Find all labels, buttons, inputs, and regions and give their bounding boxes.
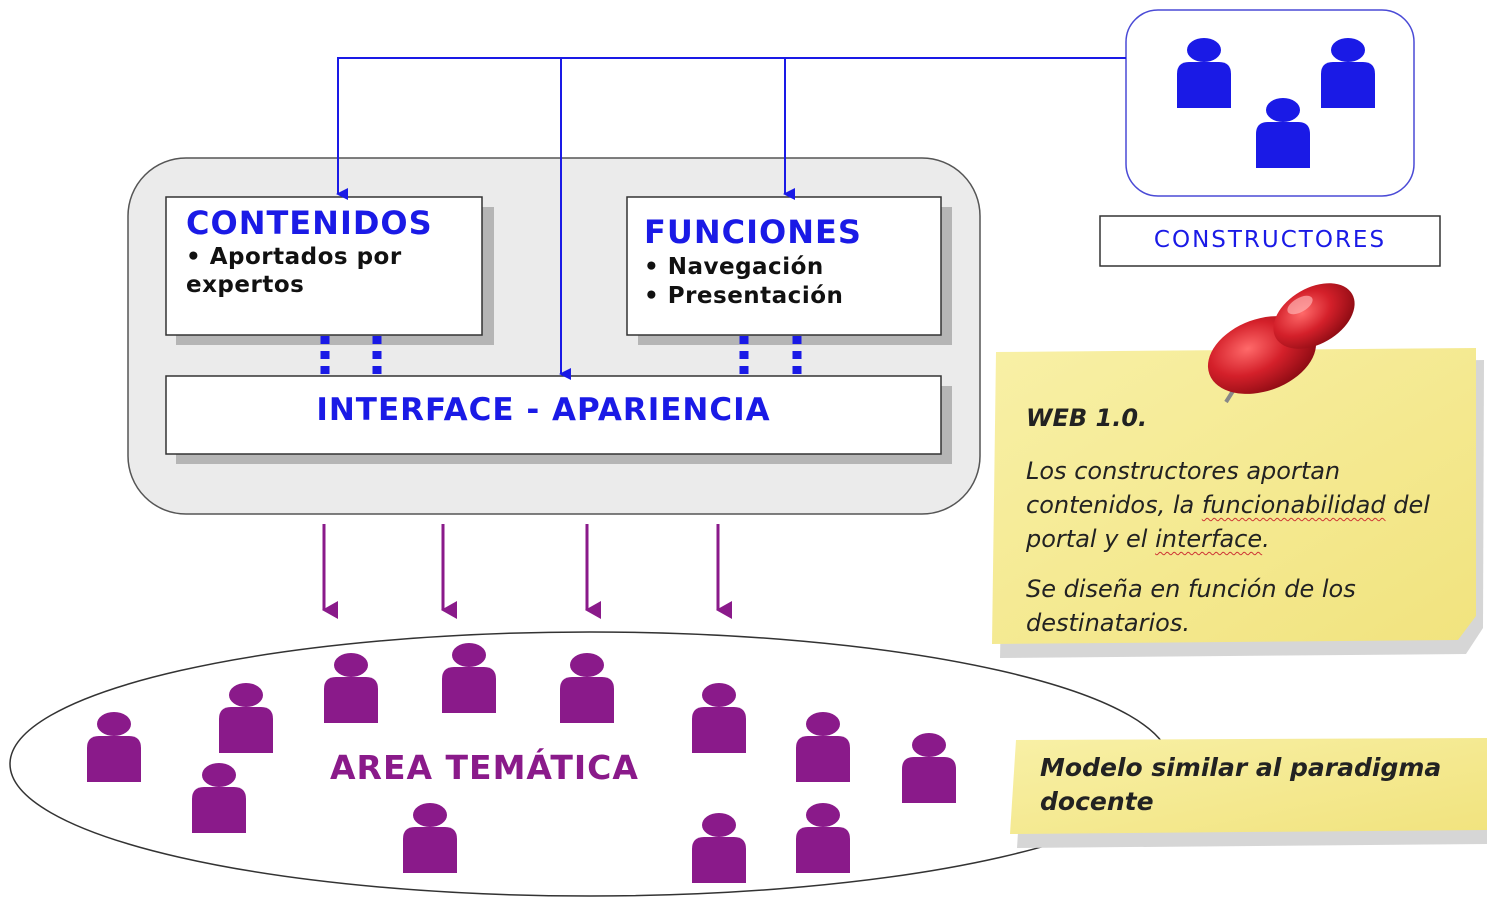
- area-person-icon: [692, 683, 746, 753]
- contenidos-bullet: • Aportados por: [186, 244, 402, 270]
- area-person-icon: [796, 712, 850, 782]
- constructor-person-icon: [1321, 38, 1375, 108]
- area-person-icon: [692, 813, 746, 883]
- constructor-person-icon: [1177, 38, 1231, 108]
- contenidos-title: CONTENIDOS: [186, 204, 433, 242]
- area-person-icon: [192, 763, 246, 833]
- push-pin-icon: [1207, 283, 1355, 404]
- note-web-p1-text-middle: del portal y el: [1026, 491, 1430, 553]
- area-tematica-label: AREA TEMÁTICA: [330, 748, 639, 787]
- area-person-icon: [902, 733, 956, 803]
- note-model-text: Modelo similar al paradigma docente: [1040, 753, 1442, 816]
- contenidos-bullet-cont: expertos: [186, 272, 305, 298]
- funciones-bullet-navegacion: • Navegación: [644, 254, 824, 280]
- sticky-note-model: [1010, 738, 1487, 848]
- dashed-connectors: [320, 336, 802, 376]
- contenidos-box: [165, 196, 483, 336]
- note-web-p1-period: .: [1262, 525, 1270, 553]
- interface-box: [165, 375, 942, 455]
- note-web-p1-word-funcionabilidad: funcionabilidad: [1201, 491, 1386, 519]
- area-person-icon: [87, 712, 141, 782]
- note-web-paragraph-2: Se diseña en función de los destinatario…: [1026, 575, 1356, 637]
- delivery-arrows: [322, 524, 732, 619]
- area-person-icon: [796, 803, 850, 873]
- area-person-icon: [403, 803, 457, 873]
- note-web-p1-word-interface: interface: [1155, 525, 1263, 553]
- constructor-person-icon: [1256, 98, 1310, 168]
- area-person-icon: [560, 653, 614, 723]
- area-person-icon: [219, 683, 273, 753]
- area-person-icon: [324, 653, 378, 723]
- note-web-paragraph-1: Los constructores aportan contenidos, la…: [1026, 454, 1476, 556]
- funciones-box: [626, 196, 942, 336]
- constructores-label-box: [1099, 215, 1441, 267]
- funciones-bullet-presentacion: • Presentación: [644, 283, 844, 309]
- constructores-label: CONSTRUCTORES: [1153, 227, 1387, 253]
- constructor-flow-lines: [336, 57, 1126, 380]
- funciones-title: FUNCIONES: [644, 213, 862, 251]
- area-person-icon: [442, 643, 496, 713]
- note-web-p1-text: Los constructores aportan contenidos, la: [1026, 457, 1341, 519]
- sticky-note-web: [992, 348, 1484, 658]
- interface-label: INTERFACE - APARIENCIA: [316, 392, 771, 428]
- note-web-title: WEB 1.0.: [1026, 404, 1148, 432]
